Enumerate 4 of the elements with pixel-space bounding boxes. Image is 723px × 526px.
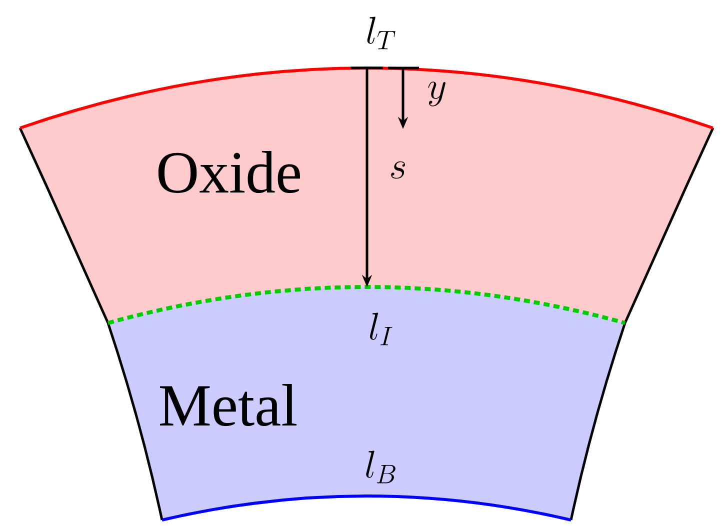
math-label: $y$ <box>428 82 446 106</box>
math-label: $s$ <box>391 161 406 179</box>
math-label: $l_B$ <box>366 450 396 484</box>
math-label: $l_T$ <box>367 16 396 50</box>
